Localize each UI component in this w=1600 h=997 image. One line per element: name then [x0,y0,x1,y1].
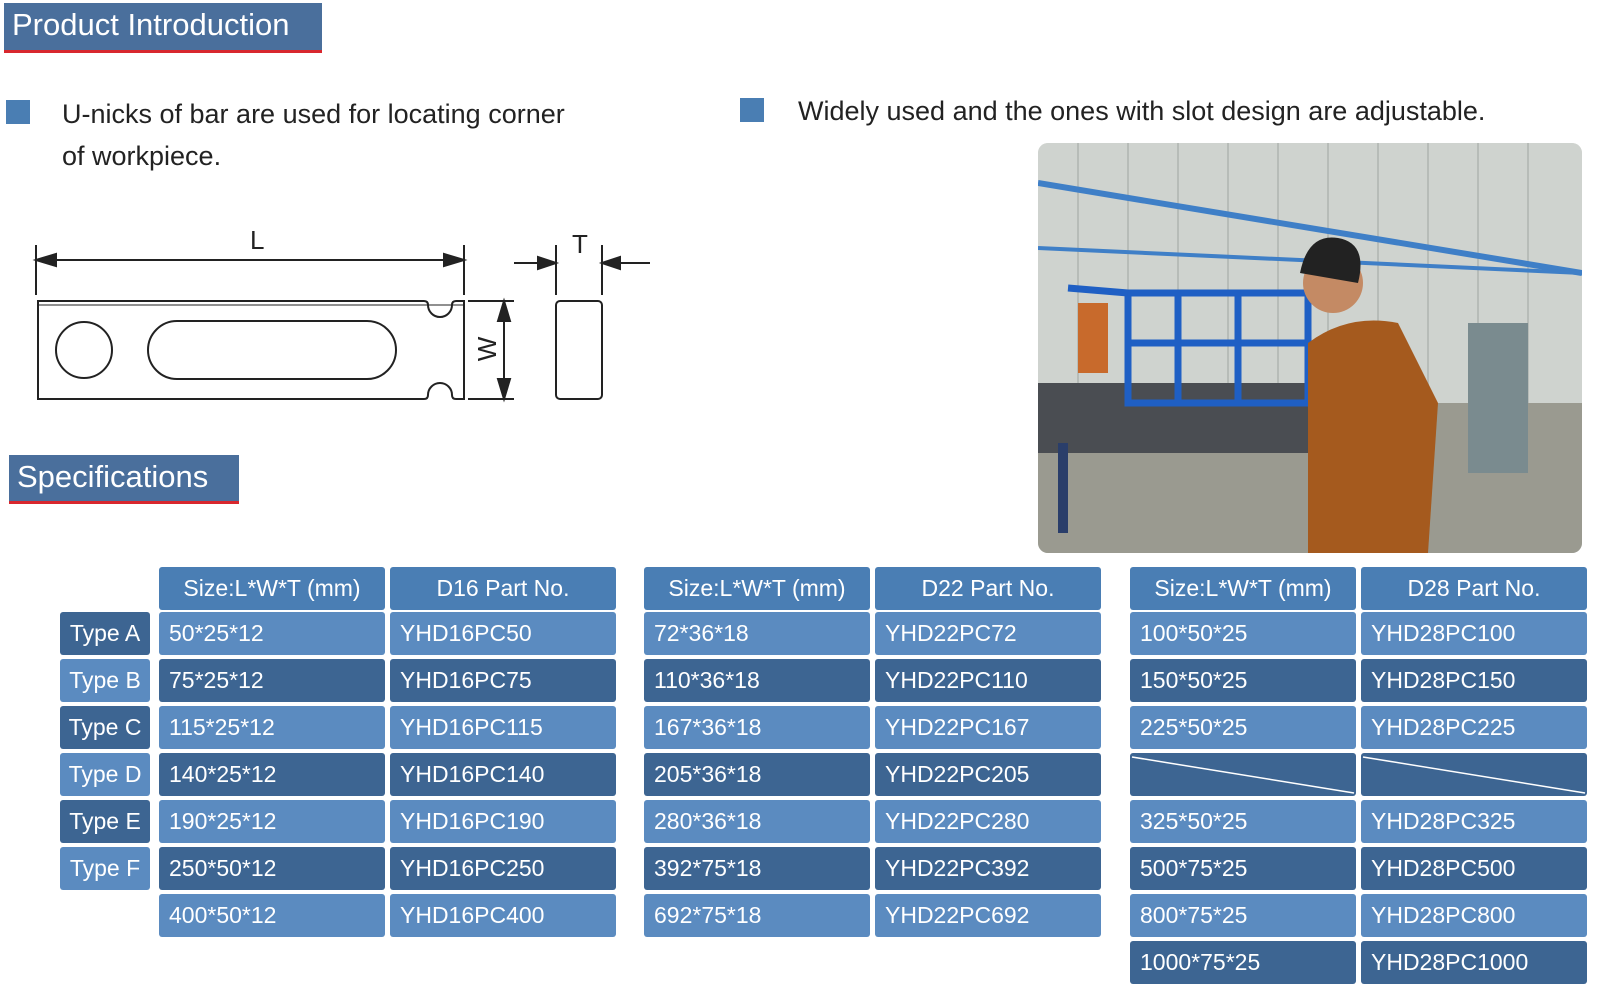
table-cell-size: 100*50*25 [1130,612,1356,655]
type-label-a: Type A [60,612,150,655]
intro-text-line1: U-nicks of bar are used for locating cor… [62,99,565,129]
table-cell-part: YHD16PC75 [390,659,616,702]
workshop-photo [1038,143,1582,553]
table-cell-part: YHD22PC205 [875,753,1101,796]
intro-text-line2: of workpiece. [62,141,222,171]
table-cell-part: YHD16PC190 [390,800,616,843]
table-cell-part: YHD16PC250 [390,847,616,890]
table-d22-part-header: D22 Part No. [875,567,1101,610]
table-cell-part: YHD22PC72 [875,612,1101,655]
type-label-e: Type E [60,800,150,843]
table-cell-part: YHD16PC400 [390,894,616,937]
table-cell-part: YHD22PC110 [875,659,1101,702]
type-label-b: Type B [60,659,150,702]
table-cell-size: 167*36*18 [644,706,870,749]
table-cell-size: 140*25*12 [159,753,385,796]
table-cell-size: 1000*75*25 [1130,941,1356,984]
specifications-header: Specifications [9,455,239,504]
table-cell-part: YHD28PC325 [1361,800,1587,843]
table-cell-part: YHD28PC100 [1361,612,1587,655]
type-label-c: Type C [60,706,150,749]
table-cell-part: YHD16PC115 [390,706,616,749]
table-cell-size: 50*25*12 [159,612,385,655]
table-cell-part: YHD28PC800 [1361,894,1587,937]
table-cell-part: YHD22PC692 [875,894,1101,937]
table-cell-size: 190*25*12 [159,800,385,843]
table-cell-size: 205*36*18 [644,753,870,796]
table-cell-size: 72*36*18 [644,612,870,655]
dimension-label-w: W [472,336,502,361]
table-cell-empty [1130,753,1356,796]
table-d28-part-header: D28 Part No. [1361,567,1587,610]
dimension-label-t: T [572,229,588,259]
type-label-d: Type D [60,753,150,796]
table-cell-part: YHD28PC500 [1361,847,1587,890]
dimension-label-l: L [250,225,264,255]
table-d16-size-header: Size:L*W*T (mm) [159,567,385,610]
table-cell-size: 280*36*18 [644,800,870,843]
table-cell-part: YHD16PC50 [390,612,616,655]
table-cell-size: 115*25*12 [159,706,385,749]
table-cell-part: YHD22PC280 [875,800,1101,843]
product-introduction-header: Product Introduction [4,3,322,53]
table-cell-size: 692*75*18 [644,894,870,937]
table-cell-empty [1361,753,1587,796]
intro-right-text: Widely used and the ones with slot desig… [798,96,1486,126]
table-d22-size-header: Size:L*W*T (mm) [644,567,870,610]
table-cell-size: 250*50*12 [159,847,385,890]
bullet-icon [6,100,30,124]
table-cell-size: 225*50*25 [1130,706,1356,749]
table-cell-size: 500*75*25 [1130,847,1356,890]
table-cell-size: 400*50*12 [159,894,385,937]
table-cell-size: 325*50*25 [1130,800,1356,843]
table-cell-size: 75*25*12 [159,659,385,702]
table-cell-part: YHD28PC225 [1361,706,1587,749]
bullet-icon [740,98,764,122]
type-label-f: Type F [60,847,150,890]
table-cell-size: 392*75*18 [644,847,870,890]
bar-technical-drawing: L T W [32,225,650,403]
table-cell-part: YHD28PC150 [1361,659,1587,702]
table-d28-size-header: Size:L*W*T (mm) [1130,567,1356,610]
table-cell-part: YHD16PC140 [390,753,616,796]
table-cell-size: 800*75*25 [1130,894,1356,937]
table-cell-part: YHD22PC392 [875,847,1101,890]
table-d16-part-header: D16 Part No. [390,567,616,610]
table-cell-size: 150*50*25 [1130,659,1356,702]
table-cell-size: 110*36*18 [644,659,870,702]
table-cell-part: YHD22PC167 [875,706,1101,749]
table-cell-part: YHD28PC1000 [1361,941,1587,984]
